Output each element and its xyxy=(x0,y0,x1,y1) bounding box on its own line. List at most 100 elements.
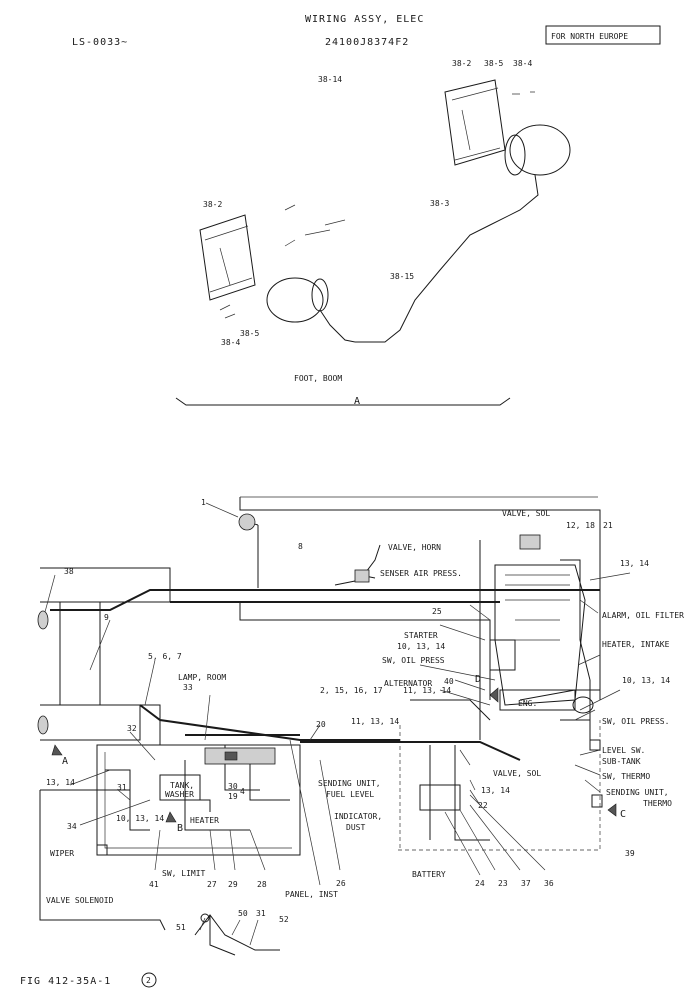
callout-52: 52 xyxy=(279,915,289,924)
label-valve-horn: VALVE, HORN xyxy=(388,543,441,552)
callout-38-4-top: 38-4 xyxy=(513,59,532,68)
callout-4: 4 xyxy=(240,787,245,796)
callout-27: 27 xyxy=(207,880,217,889)
callout-11-13-14-b: 11, 13, 14 xyxy=(351,717,399,726)
label-alternator: ALTERNATOR xyxy=(384,679,432,688)
main-layout-frame xyxy=(40,496,601,856)
figure-sheet: 2 xyxy=(146,976,151,985)
label-indicator-dust-2: DUST xyxy=(346,823,365,832)
arrow-b-icon xyxy=(165,811,177,823)
label-sw-thermo: SW, THERMO xyxy=(602,772,650,781)
callout-38-5-top: 38-5 xyxy=(484,59,503,68)
callout-13-14-b: 13, 14 xyxy=(46,778,75,787)
callout-28: 28 xyxy=(257,880,267,889)
figure-id: FIG 412-35A-1 xyxy=(20,976,111,987)
arrow-d-icon xyxy=(489,687,499,703)
detail-a-marker: A xyxy=(354,396,361,407)
label-sub-tank: SUB-TANK xyxy=(602,757,641,766)
arrow-a-icon xyxy=(51,744,63,756)
callout-37: 37 xyxy=(521,879,531,888)
callout-31-a: 31 xyxy=(117,783,127,792)
callout-33: 33 xyxy=(183,683,193,692)
callout-38: 38 xyxy=(64,567,74,576)
label-tank-washer-1: TANK, xyxy=(170,781,194,790)
callout-13-14-a: 13, 14 xyxy=(620,559,649,568)
label-lamp-room: LAMP, ROOM xyxy=(178,673,226,682)
callout-10-13-14-a: 10, 13, 14 xyxy=(397,642,445,651)
callout-21: 21 xyxy=(603,521,613,530)
callout-8: 8 xyxy=(298,542,303,551)
label-valve-sol-top: VALVE, SOL xyxy=(502,509,550,518)
marker-d: D xyxy=(475,674,482,685)
arrow-c-icon xyxy=(607,803,617,817)
callout-38-14: 38-14 xyxy=(318,75,342,84)
callout-39: 39 xyxy=(625,849,635,858)
callout-38-2-top: 38-2 xyxy=(452,59,471,68)
callout-10-13-14-b: 10, 13, 14 xyxy=(622,676,670,685)
callout-23: 23 xyxy=(498,879,508,888)
label-panel-inst: PANEL, INST xyxy=(285,890,338,899)
drawing-title: WIRING ASSY, ELEC xyxy=(305,14,424,25)
label-senser-air: SENSER AIR PRESS. xyxy=(380,569,462,578)
callout-38-5-bottom: 38-5 xyxy=(240,329,259,338)
callout-25: 25 xyxy=(432,607,442,616)
callout-19: 19 xyxy=(228,792,238,801)
callout-24: 24 xyxy=(475,879,485,888)
doc-range: LS-0033~ xyxy=(72,37,128,48)
callout-50: 50 xyxy=(238,909,248,918)
label-level-sw: LEVEL SW. xyxy=(602,746,645,755)
callout-36: 36 xyxy=(544,879,554,888)
callout-9: 9 xyxy=(104,613,109,622)
label-sending-thermo-2: THERMO xyxy=(643,799,672,808)
callout-38-2-left: 38-2 xyxy=(203,200,222,209)
label-sending-fuel-2: FUEL LEVEL xyxy=(326,790,374,799)
marker-b: B xyxy=(177,823,184,834)
label-heater-intake: HEATER, INTAKE xyxy=(602,640,670,649)
callout-34: 34 xyxy=(67,822,77,831)
callout-12-18: 12, 18 xyxy=(566,521,595,530)
leader-lines xyxy=(44,502,631,946)
callout-38-3: 38-3 xyxy=(430,199,449,208)
foot-boom-caption: FOOT, BOOM xyxy=(294,374,342,383)
label-alarm-oil: ALARM, OIL FILTER xyxy=(602,611,684,620)
region-label: FOR NORTH EUROPE xyxy=(551,32,628,41)
marker-c: C xyxy=(620,809,627,820)
label-sending-thermo-1: SENDING UNIT, xyxy=(606,788,669,797)
label-indicator-dust-1: INDICATOR, xyxy=(334,812,382,821)
callout-31-b: 31 xyxy=(256,909,266,918)
callout-51: 51 xyxy=(176,923,186,932)
part-number: 24100J8374F2 xyxy=(325,37,409,48)
detail-a-figure xyxy=(175,79,571,406)
label-battery: BATTERY xyxy=(412,870,446,879)
callout-40: 40 xyxy=(444,677,454,686)
label-wiper: WIPER xyxy=(50,849,74,858)
callout-38-4-bottom: 38-4 xyxy=(221,338,240,347)
callout-2-15-16-17: 2, 15, 16, 17 xyxy=(320,686,383,695)
figure-sheet-circle xyxy=(141,972,157,988)
label-sw-oil-press-left: SW, OIL PRESS xyxy=(382,656,445,665)
callout-38-15: 38-15 xyxy=(390,272,414,281)
callout-5-6-7: 5, 6, 7 xyxy=(148,652,182,661)
label-eng: ENG. xyxy=(518,699,537,708)
label-sw-limit: SW, LIMIT xyxy=(162,869,206,878)
region-box xyxy=(545,25,661,45)
label-valve-sol-mid: VALVE, SOL xyxy=(493,769,541,778)
label-starter: STARTER xyxy=(404,631,438,640)
callout-10-13-14-c: 10, 13, 14 xyxy=(116,814,164,823)
marker-a: A xyxy=(62,756,69,767)
callout-1: 1 xyxy=(201,498,206,507)
label-sw-oil-press-right: SW, OIL PRESS. xyxy=(602,717,669,726)
callout-13-14-c: 13, 14 xyxy=(481,786,510,795)
callout-11-13-14-a: 11, 13, 14 xyxy=(403,686,451,695)
callout-41: 41 xyxy=(149,880,159,889)
callout-29: 29 xyxy=(228,880,238,889)
main-harness xyxy=(39,519,600,931)
callout-22: 22 xyxy=(478,801,488,810)
label-tank-washer-2: WASHER xyxy=(165,790,194,799)
callout-32: 32 xyxy=(127,724,137,733)
callout-30: 30 xyxy=(228,782,238,791)
label-sending-fuel-1: SENDING UNIT, xyxy=(318,779,381,788)
label-valve-solenoid: VALVE SOLENOID xyxy=(46,896,114,905)
